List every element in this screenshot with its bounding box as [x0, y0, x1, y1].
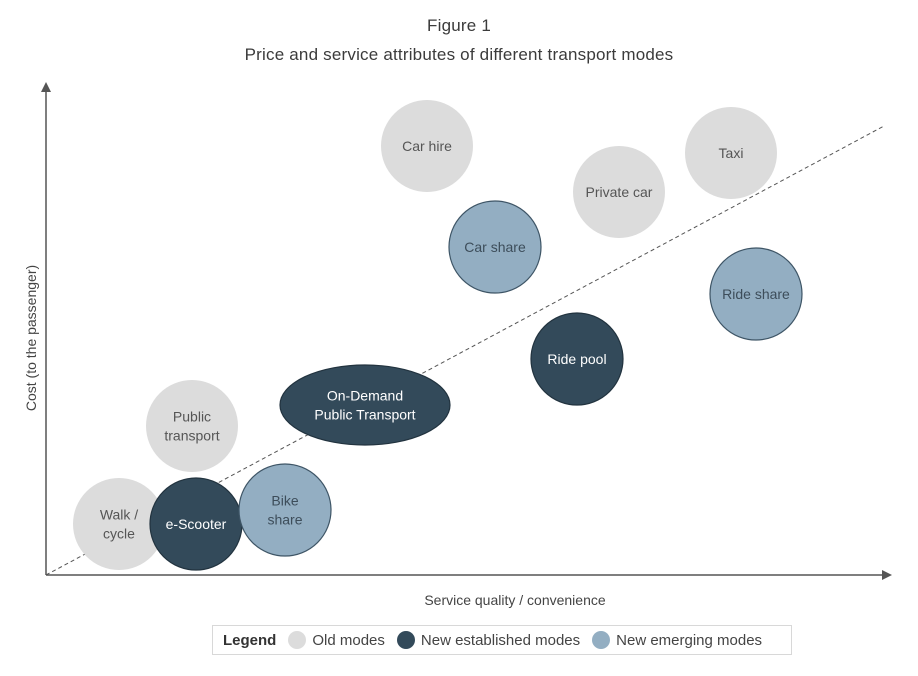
mode-label-taxi-line-0: Taxi [719, 145, 744, 161]
legend-item-emerging: New emerging modes [592, 631, 762, 649]
figure-title: Price and service attributes of differen… [244, 45, 674, 64]
mode-car-hire: Car hire [381, 100, 473, 192]
legend-label-established: New established modes [420, 631, 581, 649]
mode-label-private-car-line-0: Private car [586, 184, 653, 200]
mode-bubble-walk-cycle [73, 478, 165, 570]
mode-bubble-car-hire [381, 100, 473, 192]
mode-bubble-bike-share [238, 463, 332, 557]
legend-item-established: New established modes [396, 631, 581, 649]
legend-item-old: Old modes [288, 631, 385, 649]
mode-label-ride-share-line-0: Ride share [722, 286, 790, 302]
mode-bubble-ride-pool [530, 312, 624, 406]
mode-public-transport: Public transport [146, 380, 238, 472]
mode-private-car: Private car [573, 146, 665, 238]
mode-bubble-public-transport [146, 380, 238, 472]
mode-label-on-demand-public-transport-line-0: On-Demand [327, 388, 403, 404]
established-modes-swatch [396, 631, 415, 649]
emerging-modes-swatch [592, 631, 611, 649]
mode-bubble-private-car [573, 146, 665, 238]
mode-label-public-transport-line-0: Public [173, 409, 211, 425]
legend-label-emerging: New emerging modes [616, 631, 763, 649]
legend: Legend Old modes New established modes N… [212, 625, 792, 655]
mode-label-ride-pool-line-0: Ride pool [547, 351, 606, 367]
mode-label-on-demand-public-transport-line-1: Public Transport [314, 407, 415, 423]
mode-label-car-hire-line-0: Car hire [402, 138, 452, 154]
mode-taxi: Taxi [685, 107, 777, 199]
mode-bubble-on-demand-public-transport [279, 364, 451, 446]
legend-label-old: Old modes [312, 631, 385, 649]
mode-label-bike-share-line-1: share [267, 512, 302, 528]
mode-label-e-scooter-line-0: e-Scooter [166, 516, 227, 532]
cost-service-diagonal [45, 125, 885, 576]
mode-bubble-taxi [685, 107, 777, 199]
mode-label-walk-cycle-line-1: cycle [103, 526, 135, 542]
y-axis-label: Cost (to the passenger) [23, 265, 39, 411]
mode-bike-share: Bike share [238, 463, 332, 557]
mode-label-public-transport-line-1: transport [164, 428, 219, 444]
mode-bubble-ride-share [709, 247, 803, 341]
mode-ride-pool: Ride pool [530, 312, 624, 406]
x-axis-label: Service quality / convenience [424, 592, 606, 608]
mode-walk-cycle: Walk / cycle [73, 478, 165, 570]
mode-car-share: Car share [448, 200, 542, 294]
mode-label-car-share-line-0: Car share [464, 239, 526, 255]
mode-label-bike-share-line-0: Bike [271, 493, 298, 509]
old-modes-swatch [288, 631, 307, 649]
figure-number: Figure 1 [427, 16, 491, 35]
mode-e-scooter: e-Scooter [149, 477, 243, 571]
legend-title: Legend [223, 631, 277, 649]
mode-label-walk-cycle-line-0: Walk / [100, 507, 138, 523]
mode-ride-share: Ride share [709, 247, 803, 341]
mode-bubble-car-share [448, 200, 542, 294]
